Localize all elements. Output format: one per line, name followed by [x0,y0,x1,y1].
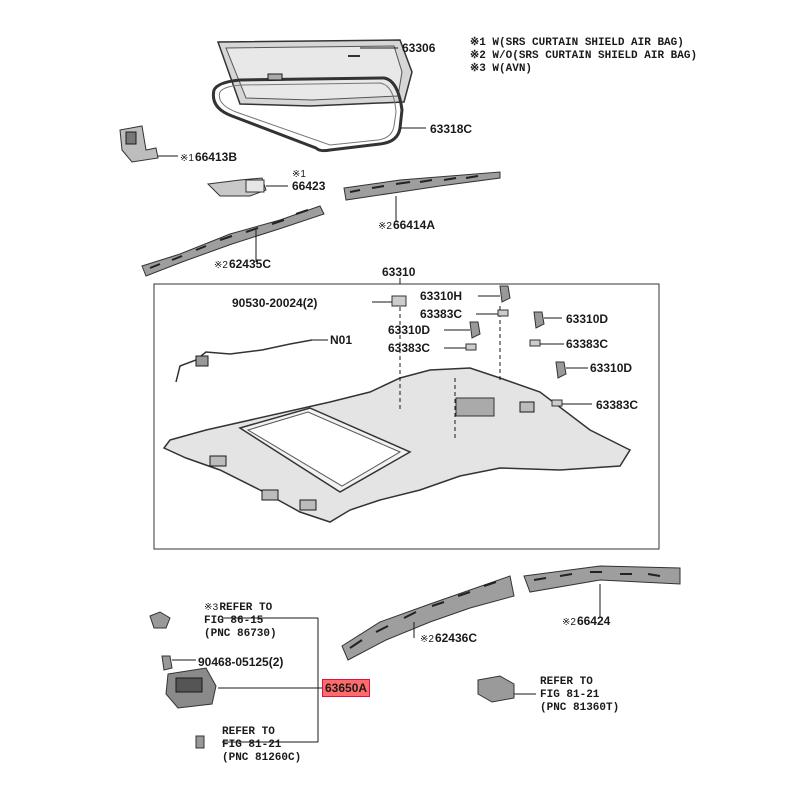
clip-66423-drawing [206,177,267,197]
strip-66424-drawing [523,565,681,593]
part-63318c[interactable]: 63318C [430,122,473,136]
legend-row-3: ※3 W(AVN) [470,63,533,75]
strip-62436c-drawing [341,575,515,661]
mark-66414a: ※2 [378,221,392,232]
map-lamp-drawing [149,611,217,749]
part-66413b[interactable]: 66413B [194,150,237,164]
ref-81-21-a-line3: (PNC 81260C) [222,752,302,764]
ref-86-15-line1: REFER TO [219,602,273,614]
part-62435c[interactable]: 62435C [228,257,271,271]
part-63306[interactable]: 63306 [402,41,436,55]
part-63310[interactable]: 63310 [382,265,416,279]
part-63383c-a[interactable]: 63383C [420,307,463,321]
mark-66423: ※1 [292,169,306,180]
ref-81-21-a-line1: REFER TO [222,726,275,738]
headliner-drawing [162,367,632,523]
part-63310d-r2[interactable]: 63310D [590,361,633,375]
sensor-drawing [477,675,515,703]
strip-66414a-drawing [343,171,501,201]
label-66413b: ※166413B [180,150,237,166]
part-63310d-r1[interactable]: 63310D [566,312,609,326]
part-63383c-r1[interactable]: 63383C [566,337,609,351]
ref-86-15-line2: FIG 86-15 [204,615,264,627]
part-63650a[interactable]: 63650A [322,679,371,697]
part-63383c-r2[interactable]: 63383C [596,398,639,412]
part-90468-05125[interactable]: 90468-05125(2) [198,655,284,669]
legend: ※1 W(SRS CURTAIN SHIELD AIR BAG) ※2 W/O(… [470,37,697,76]
label-66424: ※266424 [562,614,610,630]
ref-86-15[interactable]: ※3REFER TO FIG 86-15 (PNC 86730) [204,602,277,641]
ref-81-21-b-line3: (PNC 81360T) [540,702,620,714]
part-63310d-a[interactable]: 63310D [388,323,431,337]
mark-62436c: ※2 [420,634,434,645]
legend-row-1: ※1 W(SRS CURTAIN SHIELD AIR BAG) [470,37,684,49]
strip-62435c-drawing [141,205,325,277]
ref-81-21-a-line2: FIG 81-21 [222,739,282,751]
part-63310h[interactable]: 63310H [420,289,463,303]
weatherstrip-drawing [211,73,404,153]
label-66414a: ※266414A [378,218,435,234]
part-n01[interactable]: N01 [330,333,353,347]
ref-81-21-b[interactable]: REFER TO FIG 81-21 (PNC 81360T) [540,676,619,715]
ref-81-21-b-line2: FIG 81-21 [540,689,600,701]
fasteners-drawing [391,285,567,407]
bracket-66413b-drawing [119,125,159,163]
mark-ref-86-15: ※3 [204,603,219,614]
ref-86-15-line3: (PNC 86730) [204,628,277,640]
sunroof-glass-drawing [216,39,413,107]
part-63383c-b[interactable]: 63383C [388,341,431,355]
label-62435c: ※262435C [214,257,271,273]
ref-81-21-a[interactable]: REFER TO FIG 81-21 (PNC 81260C) [222,726,301,765]
part-66423[interactable]: 66423 [292,179,326,193]
part-66424[interactable]: 66424 [576,614,611,628]
legend-row-2: ※2 W/O(SRS CURTAIN SHIELD AIR BAG) [470,50,698,62]
mark-62435c: ※2 [214,260,228,271]
wire-harness-drawing [175,339,313,383]
mark-66424: ※2 [562,617,576,628]
mark-66413b: ※1 [180,153,194,164]
part-90530-20024[interactable]: 90530-20024(2) [232,296,318,310]
part-66414a[interactable]: 66414A [392,218,435,232]
part-62436c[interactable]: 62436C [434,631,477,645]
label-62436c: ※262436C [420,631,477,647]
ref-81-21-b-line1: REFER TO [540,676,593,688]
